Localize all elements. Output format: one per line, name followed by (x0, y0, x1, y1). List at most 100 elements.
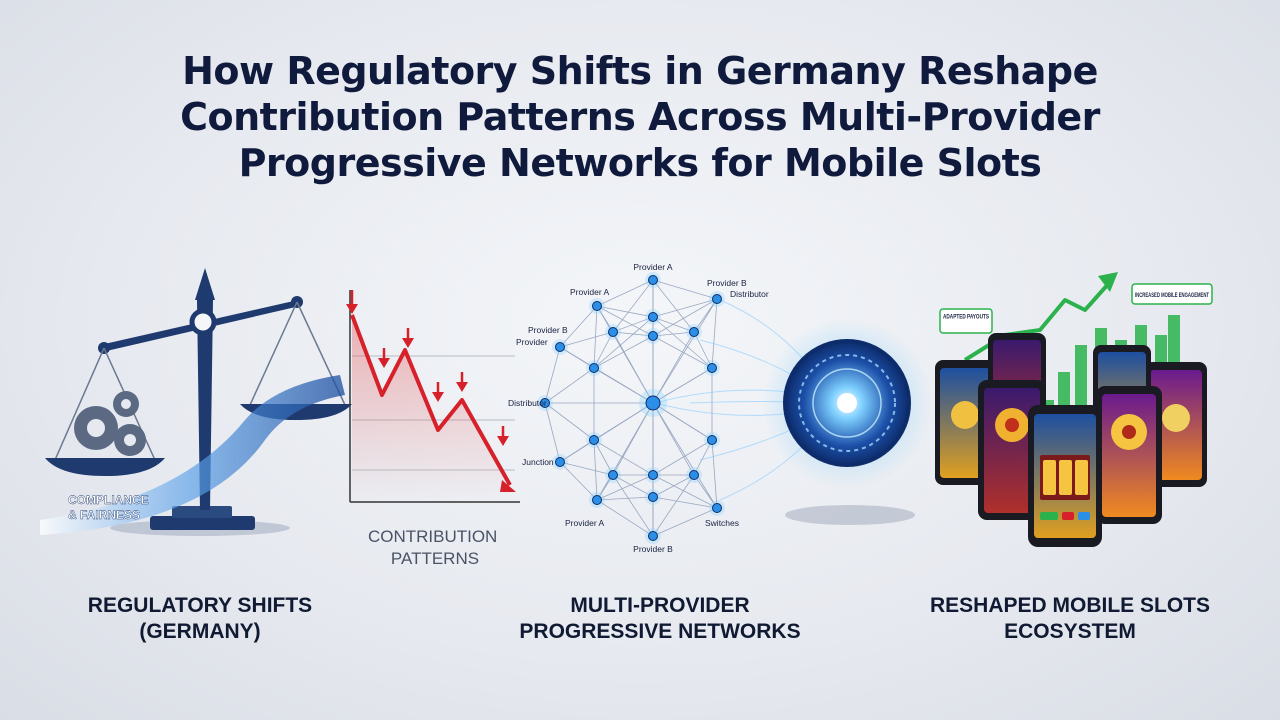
hub-node (639, 389, 667, 417)
provider-label: Provider B (707, 278, 747, 288)
network-link (693, 439, 713, 476)
network-link (544, 402, 561, 463)
caption-line: RESHAPED MOBILE SLOTS (929, 594, 1211, 617)
network-link (612, 474, 654, 498)
provider-label: Provider B (633, 544, 673, 554)
contribution-label-line-1: CONTRIBUTION (368, 527, 497, 546)
ecosystem-caption: RESHAPED MOBILE SLOTS ECOSYSTEM (905, 593, 1235, 645)
network-node (645, 328, 661, 344)
network-link (711, 439, 718, 509)
network-link (652, 316, 713, 369)
network-node (709, 291, 725, 307)
network-link (652, 496, 718, 509)
down-arrow-icon (346, 290, 509, 446)
compliance-label-line-2: & FAIRNESS (68, 508, 140, 522)
network-node (645, 272, 661, 288)
title-line-1: How Regulatory Shifts in Germany Reshape (182, 49, 1098, 93)
network-node (686, 467, 702, 483)
provider-label: Provider A (570, 287, 610, 297)
network-link (652, 402, 695, 476)
network-node (686, 324, 702, 340)
mobile-engagement-badge: INCREASED MOBILE ENGAGEMENT (1131, 283, 1213, 305)
network-link (596, 496, 654, 501)
network-node (704, 432, 720, 448)
network-link (652, 474, 695, 498)
network-link (652, 331, 695, 337)
declining-trend-line (350, 314, 512, 486)
network-link (612, 279, 654, 333)
network-link (559, 331, 614, 348)
network-labels: Provider A Provider B Distributor Provid… (508, 262, 769, 554)
network-node (552, 339, 568, 355)
network-link (593, 439, 598, 501)
network-link (596, 305, 654, 318)
network-node (704, 360, 720, 376)
provider-label: Switches (705, 518, 739, 528)
network-node (709, 500, 725, 516)
network-link (652, 402, 713, 441)
network-node (645, 467, 661, 483)
title-line-2: Contribution Patterns Across Multi-Provi… (180, 95, 1100, 139)
provider-label: Provider A (565, 518, 605, 528)
network-node (645, 528, 661, 544)
provider-label: Provider A (633, 262, 673, 272)
network-link (652, 279, 718, 300)
mobile-engagement-label: INCREASED MOBILE ENGAGEMENT (1135, 292, 1209, 299)
compliance-swoosh (40, 375, 345, 535)
network-link (652, 367, 713, 404)
progressive-jackpot-orb (762, 318, 932, 525)
network-link (593, 367, 654, 404)
network-caption: MULTI-PROVIDER PROGRESSIVE NETWORKS (500, 593, 820, 645)
network-link (596, 305, 654, 337)
compliance-label-line-1: COMPLIANCE (68, 493, 149, 507)
network-node (586, 360, 602, 376)
compliance-label: COMPLIANCE & FAIRNESS (68, 493, 152, 522)
network-link (544, 367, 595, 404)
network-link (559, 461, 598, 501)
provider-label: Distributor (508, 398, 547, 408)
regulatory-shifts-caption: REGULATORY SHIFTS (GERMANY) (60, 593, 340, 645)
network-link (559, 461, 614, 476)
network-link (596, 499, 654, 537)
network-links (544, 279, 718, 537)
network-link (593, 439, 654, 476)
caption-line: REGULATORY SHIFTS (87, 594, 313, 617)
network-link (652, 439, 713, 476)
network-node (586, 432, 602, 448)
network-link (593, 316, 654, 369)
network-link (652, 402, 718, 509)
contribution-decline-chart (346, 290, 520, 503)
network-node (645, 489, 661, 505)
adapted-payouts-label: ADAPTED PAYOUTS (943, 314, 989, 321)
network-link (612, 316, 654, 333)
network-link (652, 279, 695, 333)
network-link (593, 439, 614, 476)
network-node (605, 467, 621, 483)
provider-label: Provider B (528, 325, 568, 335)
network-nodes (537, 272, 725, 544)
caption-line: PROGRESSIVE NETWORKS (519, 620, 801, 643)
caption-line: MULTI-PROVIDER (570, 594, 750, 617)
gear-icon (74, 391, 146, 456)
mobile-phone-icon (1028, 405, 1102, 547)
network-link (596, 402, 654, 501)
network-link (612, 474, 654, 537)
network-link (652, 474, 718, 509)
adapted-payouts-badge: ADAPTED PAYOUTS (939, 308, 993, 334)
provider-label: Distributor (730, 289, 769, 299)
network-link (652, 474, 695, 537)
network-link (652, 298, 718, 318)
network-node (537, 395, 553, 411)
contribution-label: CONTRIBUTION PATTERNS (368, 527, 502, 568)
mobile-phone-icon (1096, 386, 1162, 524)
caption-line: ECOSYSTEM (1004, 620, 1136, 643)
network-link (652, 316, 695, 333)
network-link (596, 279, 654, 307)
provider-label: Junction (522, 457, 554, 467)
network-link (559, 305, 598, 348)
network-link (711, 298, 718, 369)
network-node (605, 324, 621, 340)
network-link (544, 402, 595, 441)
network-link (596, 474, 654, 501)
contribution-label-line-2: PATTERNS (391, 549, 479, 568)
